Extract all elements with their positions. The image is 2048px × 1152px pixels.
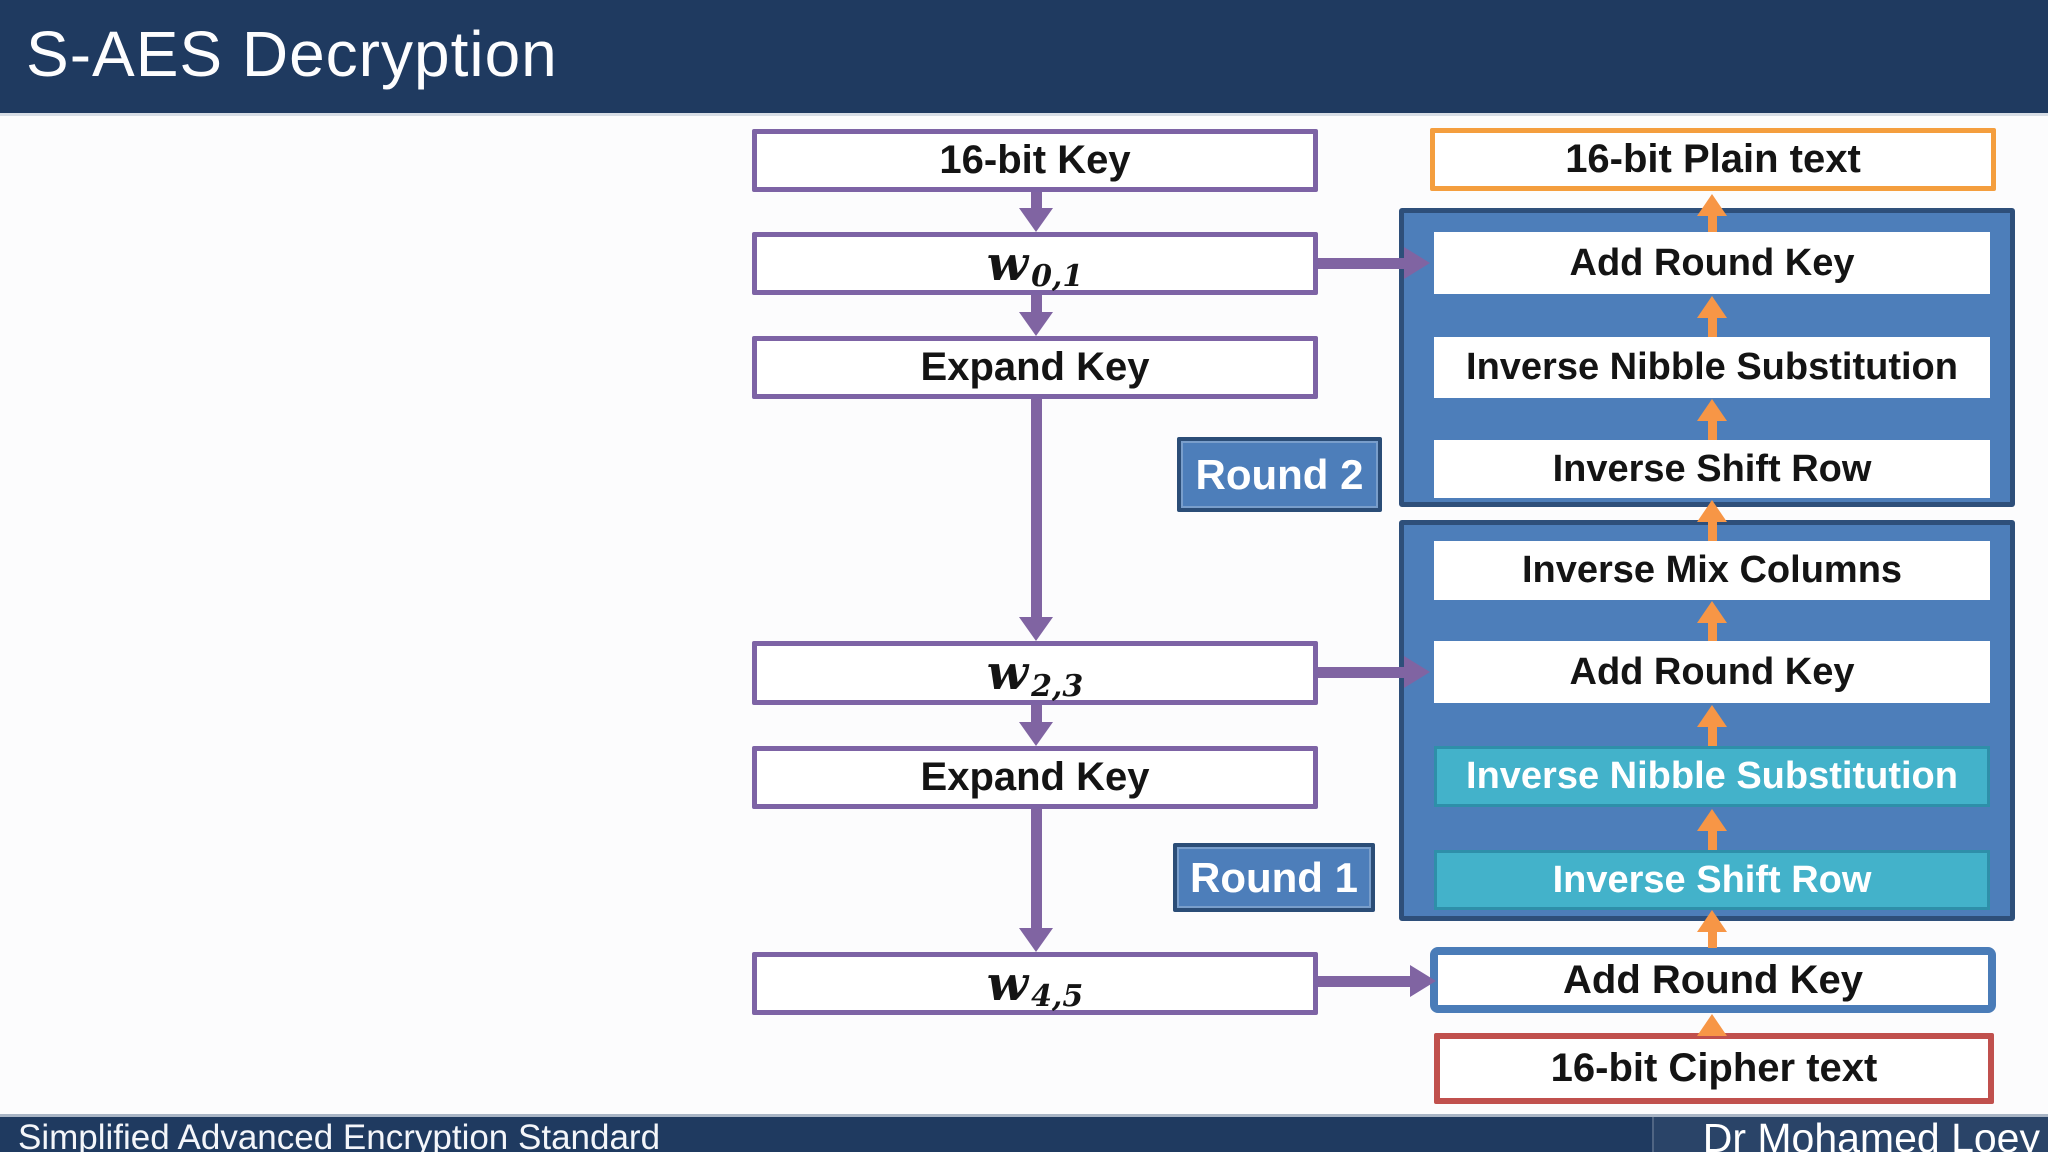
arrow-down-head <box>1019 208 1053 232</box>
box-16bit-plain-text: 16-bit Plain text <box>1430 128 1996 191</box>
round2-step-add-round-key: Add Round Key <box>1434 232 1990 294</box>
arrow-up-head <box>1697 705 1727 727</box>
arrow-cipher-to-finalark <box>1697 1014 1727 1036</box>
arrow-finalark-to-isr1 <box>1697 910 1727 948</box>
arrow-ins2-to-ark2 <box>1697 296 1727 337</box>
arrow-w01-to-round2 <box>1318 247 1430 279</box>
box-final-add-round-key: Add Round Key <box>1430 947 1996 1013</box>
arrow-expand2-to-w45 <box>1019 809 1053 952</box>
arrow-shaft <box>1707 318 1717 337</box>
w45-symbol: w <box>986 955 1029 1012</box>
box-expand-key-1: Expand Key <box>752 336 1318 399</box>
arrow-down-head <box>1019 722 1053 746</box>
arrow-imc-to-isr2 <box>1697 500 1727 541</box>
arrow-shaft <box>1030 705 1042 722</box>
arrow-shaft <box>1707 421 1717 440</box>
arrow-down-head <box>1019 928 1053 952</box>
arrow-shaft <box>1707 831 1717 850</box>
final-add-round-key-label: Add Round Key <box>1563 957 1863 1002</box>
arrow-w01-to-expand1 <box>1019 295 1053 336</box>
arrow-up-head <box>1697 194 1727 216</box>
arrow-up-head <box>1697 399 1727 421</box>
arrow-shaft <box>1707 932 1717 948</box>
arrow-down-head <box>1019 617 1053 641</box>
arrow-shaft <box>1707 623 1717 641</box>
footer-bar: Simplified Advanced Encryption Standard … <box>0 1114 2048 1152</box>
w23-symbol: w <box>986 645 1029 701</box>
footer-author: Dr Mohamed Loey <box>1702 1115 2040 1152</box>
arrow-shaft <box>1030 809 1042 928</box>
arrow-up-head <box>1697 296 1727 318</box>
round1-step-add-round-key: Add Round Key <box>1434 641 1990 703</box>
arrow-up-head <box>1697 1014 1727 1036</box>
footer-course-title: Simplified Advanced Encryption Standard <box>18 1118 661 1152</box>
arrow-up-head <box>1697 809 1727 831</box>
arrow-w23-to-round1 <box>1318 656 1430 688</box>
arrow-isr1-to-ins1 <box>1697 809 1727 850</box>
box-16bit-key: 16-bit Key <box>752 129 1318 192</box>
slide-title: S-AES Decryption <box>26 18 558 90</box>
round1-label: Round 1 <box>1173 843 1375 912</box>
round1-panel: Inverse Mix Columns Add Round Key Invers… <box>1399 520 2015 921</box>
w01-symbol: w <box>986 235 1029 292</box>
round2-label: Round 2 <box>1177 437 1382 512</box>
arrow-expand1-to-w23 <box>1019 399 1053 641</box>
arrow-up-head <box>1697 601 1727 623</box>
header-bar: S-AES Decryption <box>0 0 2048 116</box>
round1-step-inverse-mix-columns: Inverse Mix Columns <box>1434 541 1990 600</box>
w23-subscript: 2,3 <box>1031 668 1084 704</box>
round1-step-inverse-nibble-substitution: Inverse Nibble Substitution <box>1434 746 1990 807</box>
round2-panel: Add Round Key Inverse Nibble Substitutio… <box>1399 208 2015 507</box>
arrow-shaft <box>1707 216 1717 232</box>
arrow-ark1-to-imc <box>1697 601 1727 641</box>
arrow-shaft <box>1030 399 1042 617</box>
arrow-shaft <box>1707 522 1717 541</box>
arrow-shaft <box>1030 192 1042 208</box>
box-expand-key-2: Expand Key <box>752 746 1318 809</box>
arrow-shaft <box>1318 975 1410 987</box>
w45-subscript: 4,5 <box>1031 979 1084 1014</box>
footer-divider <box>1652 1117 1654 1152</box>
w01-subscript: 0,1 <box>1031 259 1084 294</box>
arrow-w45-to-final-ark <box>1318 965 1436 997</box>
round2-step-inverse-nibble-substitution: Inverse Nibble Substitution <box>1434 337 1990 398</box>
arrow-shaft <box>1318 666 1404 678</box>
arrow-isr2-to-ins2 <box>1697 399 1727 440</box>
arrow-ark2-to-plaintext <box>1697 194 1727 232</box>
arrow-right-head <box>1404 247 1430 279</box>
arrow-key-to-w01 <box>1019 192 1053 232</box>
arrow-right-head <box>1404 656 1430 688</box>
arrow-up-head <box>1697 910 1727 932</box>
arrow-shaft <box>1318 257 1404 269</box>
arrow-shaft <box>1707 727 1717 746</box>
cipher-text-label: 16-bit Cipher text <box>1550 1046 1878 1090</box>
arrow-shaft <box>1030 295 1042 312</box>
arrow-down-head <box>1019 312 1053 336</box>
round2-step-inverse-shift-row: Inverse Shift Row <box>1434 440 1990 498</box>
round1-step-inverse-shift-row: Inverse Shift Row <box>1434 850 1990 910</box>
arrow-ins1-to-ark1 <box>1697 705 1727 746</box>
plain-text-label: 16-bit Plain text <box>1565 137 1861 181</box>
arrow-right-head <box>1410 965 1436 997</box>
arrow-up-head <box>1697 500 1727 522</box>
expand-key-2-label: Expand Key <box>920 755 1150 799</box>
arrow-w23-to-expand2 <box>1019 705 1053 746</box>
box-16bit-key-label: 16-bit Key <box>939 138 1131 182</box>
box-16bit-cipher-text: 16-bit Cipher text <box>1434 1033 1994 1104</box>
expand-key-1-label: Expand Key <box>920 345 1150 389</box>
footer-right-section <box>1654 1117 2048 1152</box>
